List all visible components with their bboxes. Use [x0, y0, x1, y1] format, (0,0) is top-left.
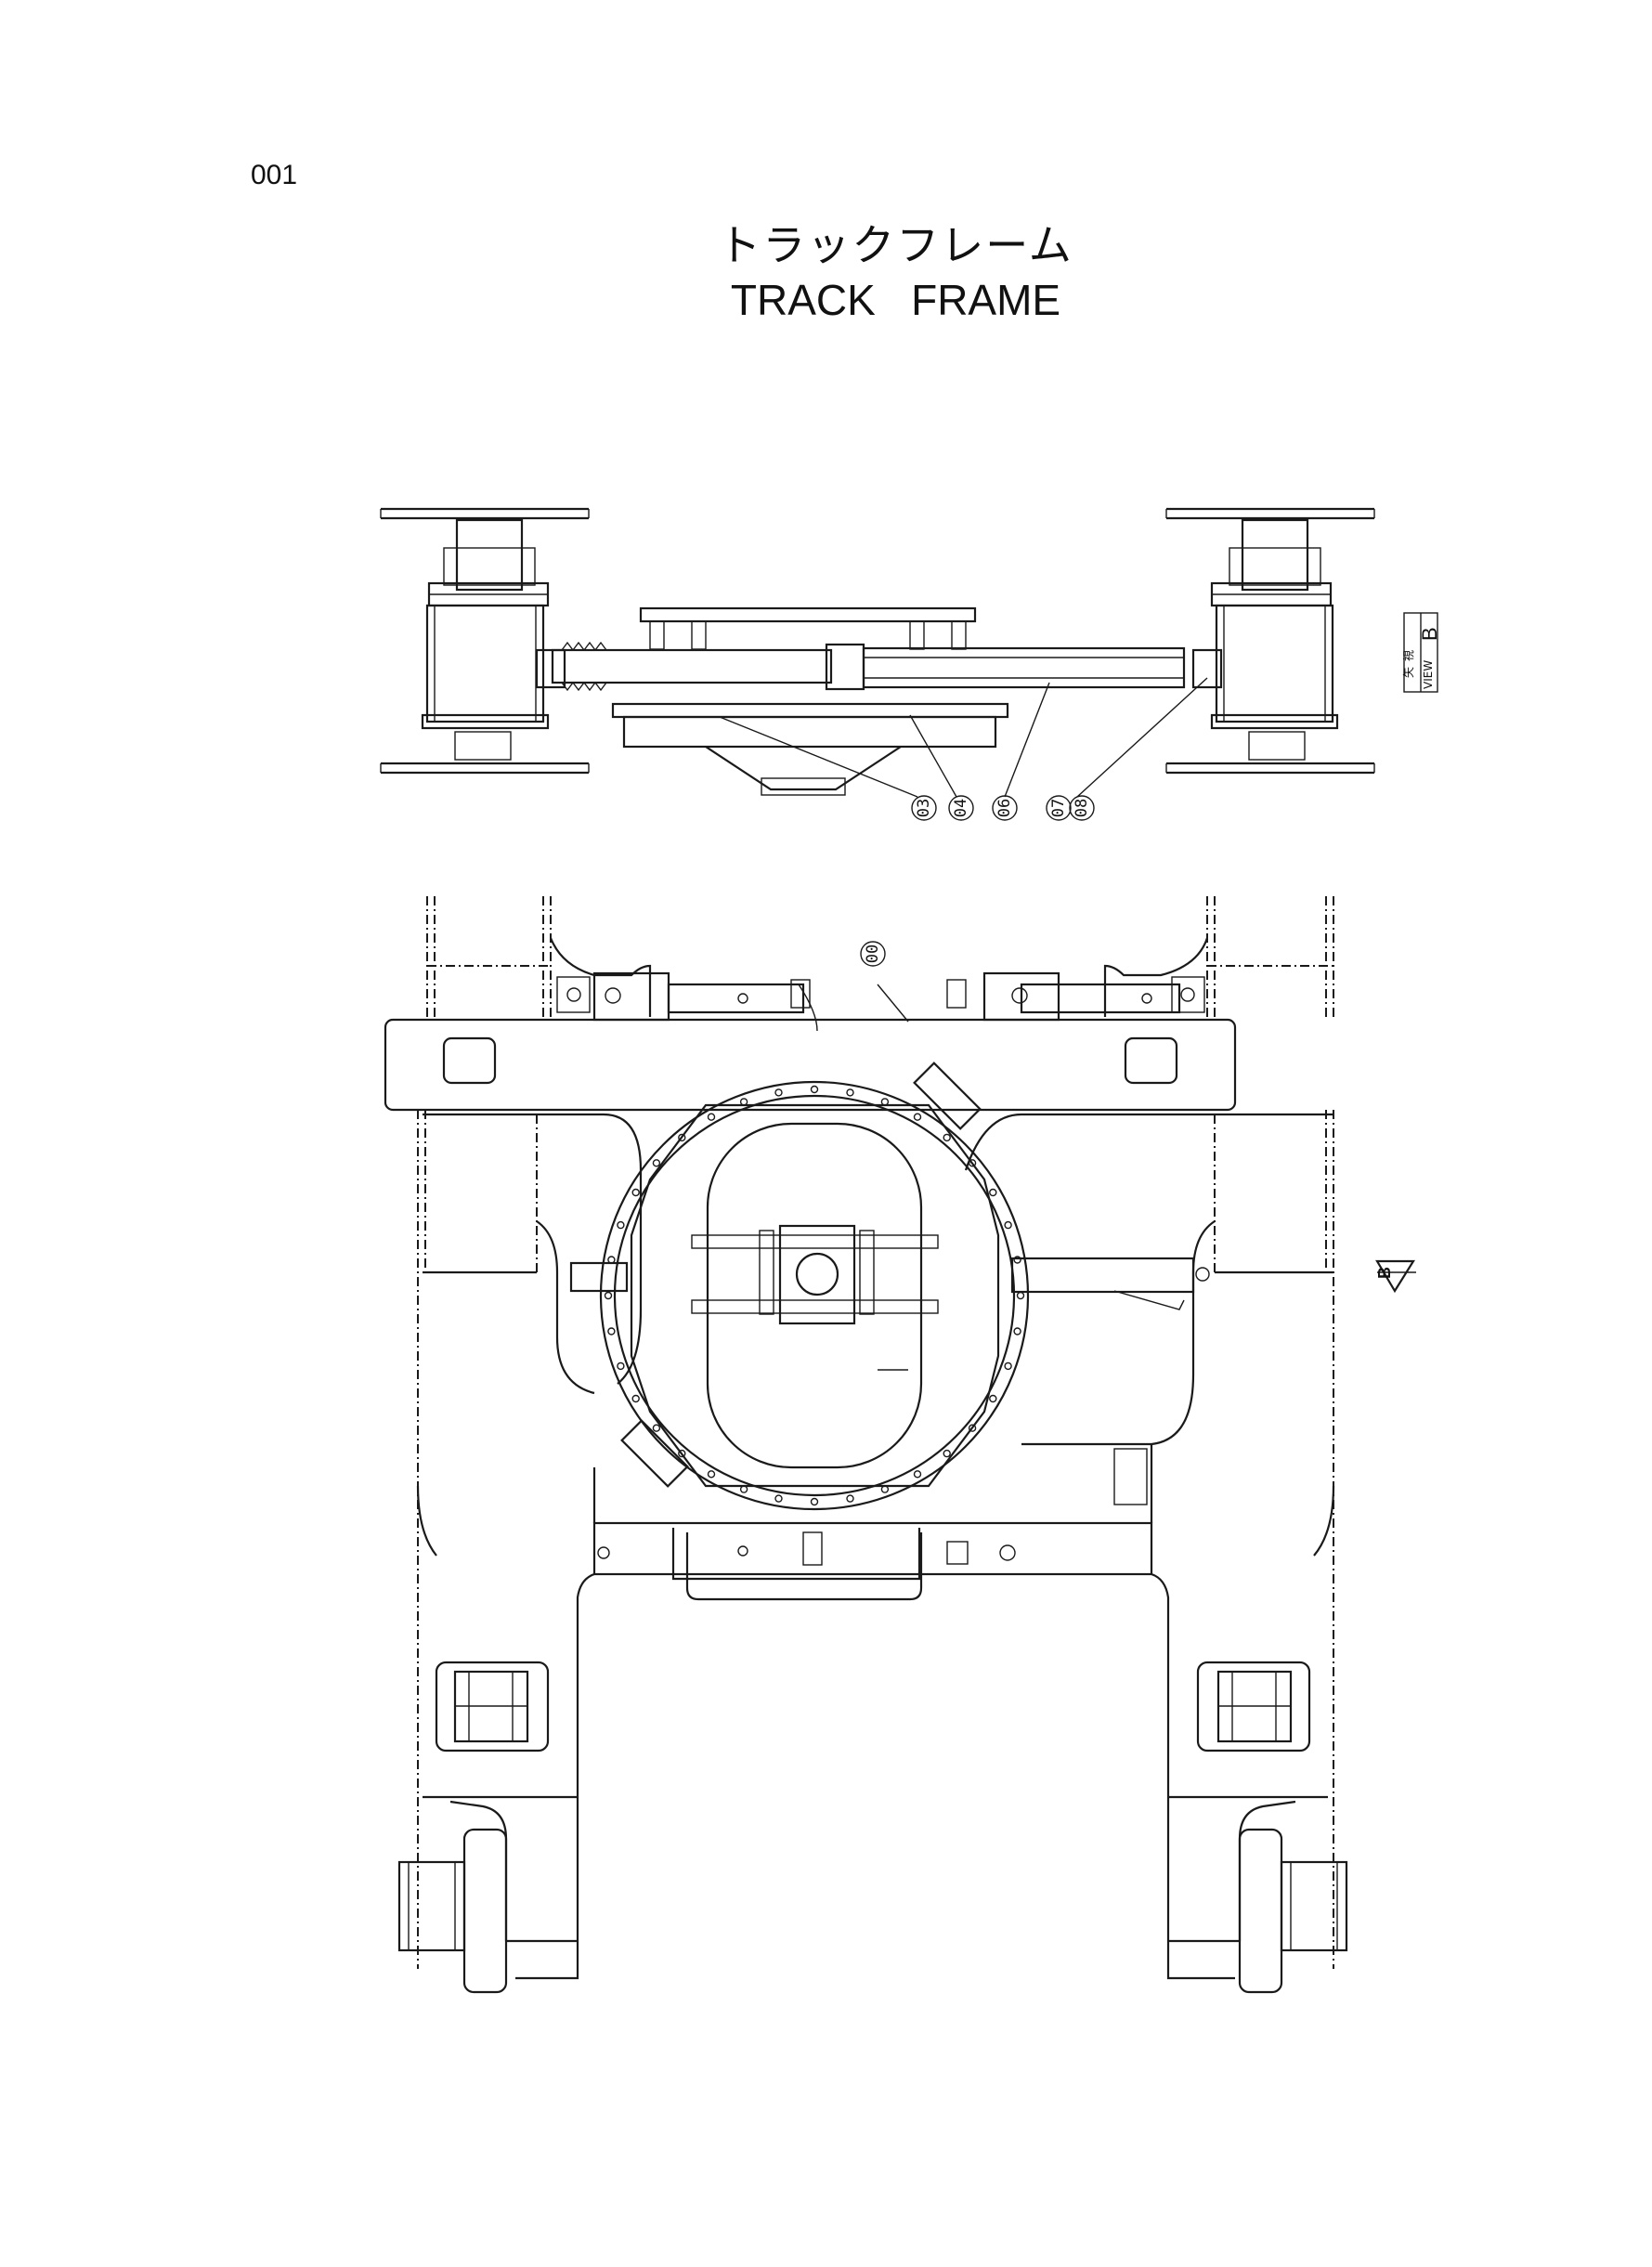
svg-text:視: 視 [1401, 650, 1415, 661]
bolt-hole [652, 1159, 661, 1167]
callout-07: 07 [1046, 795, 1072, 821]
bolt-hole [846, 1088, 854, 1097]
bolt-hole [739, 1098, 748, 1106]
bolt-hole [989, 1394, 997, 1403]
title-english: TRACK FRAME [730, 276, 1061, 324]
bolt-hole [968, 1424, 977, 1432]
bolt-hole [631, 1394, 640, 1403]
bolt-hole [1013, 1256, 1021, 1264]
bolt-hole [607, 1256, 616, 1264]
bolt-hole [617, 1220, 625, 1230]
page-number: 001 [251, 160, 298, 190]
bolt-hole [1004, 1362, 1012, 1371]
bolt-hole [913, 1470, 922, 1479]
bolt-hole [880, 1098, 890, 1106]
bolt-hole [943, 1449, 951, 1458]
bolt-hole [631, 1188, 640, 1197]
svg-text:B: B [1418, 627, 1441, 641]
svg-text:VIEW: VIEW [1422, 660, 1435, 689]
bolt-hole [880, 1485, 890, 1493]
title-japanese: トラックフレーム [718, 220, 1073, 270]
bolt-hole [652, 1424, 661, 1432]
bolt-hole [774, 1494, 783, 1503]
svg-text:06: 06 [995, 799, 1014, 817]
svg-text:矢: 矢 [1402, 667, 1415, 678]
svg-text:07: 07 [1049, 799, 1068, 817]
bolt-hole [617, 1362, 625, 1371]
svg-text:04: 04 [952, 799, 970, 817]
bolt-hole [1016, 1291, 1025, 1300]
bolt-hole [707, 1470, 716, 1479]
callout-00: 00 [860, 941, 886, 967]
callout-06: 06 [992, 795, 1018, 821]
plan-view: 00 [384, 896, 1348, 1994]
svg-text:08: 08 [1073, 799, 1091, 817]
bolt-hole [846, 1494, 854, 1503]
svg-text:00: 00 [864, 945, 882, 963]
bolt-hole [913, 1113, 922, 1121]
callout-04: 04 [948, 795, 974, 821]
bolt-hole [604, 1291, 613, 1300]
callout-08: 08 [1069, 795, 1095, 821]
bolt-hole [707, 1113, 716, 1121]
bolt-hole [1013, 1327, 1021, 1335]
bolt-hole [1004, 1220, 1012, 1230]
bolt-hole [678, 1133, 686, 1142]
top-view: 03 04 06 07 08 [380, 507, 1375, 821]
svg-text:B: B [1375, 1267, 1394, 1279]
bolt-holes [604, 1085, 1025, 1506]
bolt-hole [943, 1133, 951, 1142]
section-arrow-b: B [1375, 1259, 1416, 1294]
svg-text:03: 03 [915, 799, 933, 817]
bolt-hole [774, 1088, 783, 1097]
bolt-hole [810, 1085, 819, 1094]
callout-03: 03 [911, 795, 937, 821]
bolt-hole [810, 1497, 819, 1506]
bolt-hole [968, 1159, 977, 1167]
bolt-hole [607, 1327, 616, 1335]
bolt-hole [739, 1485, 748, 1493]
view-b-label: 矢 視 VIEW B [1401, 612, 1441, 693]
bolt-hole [678, 1449, 686, 1458]
bolt-hole [989, 1188, 997, 1197]
